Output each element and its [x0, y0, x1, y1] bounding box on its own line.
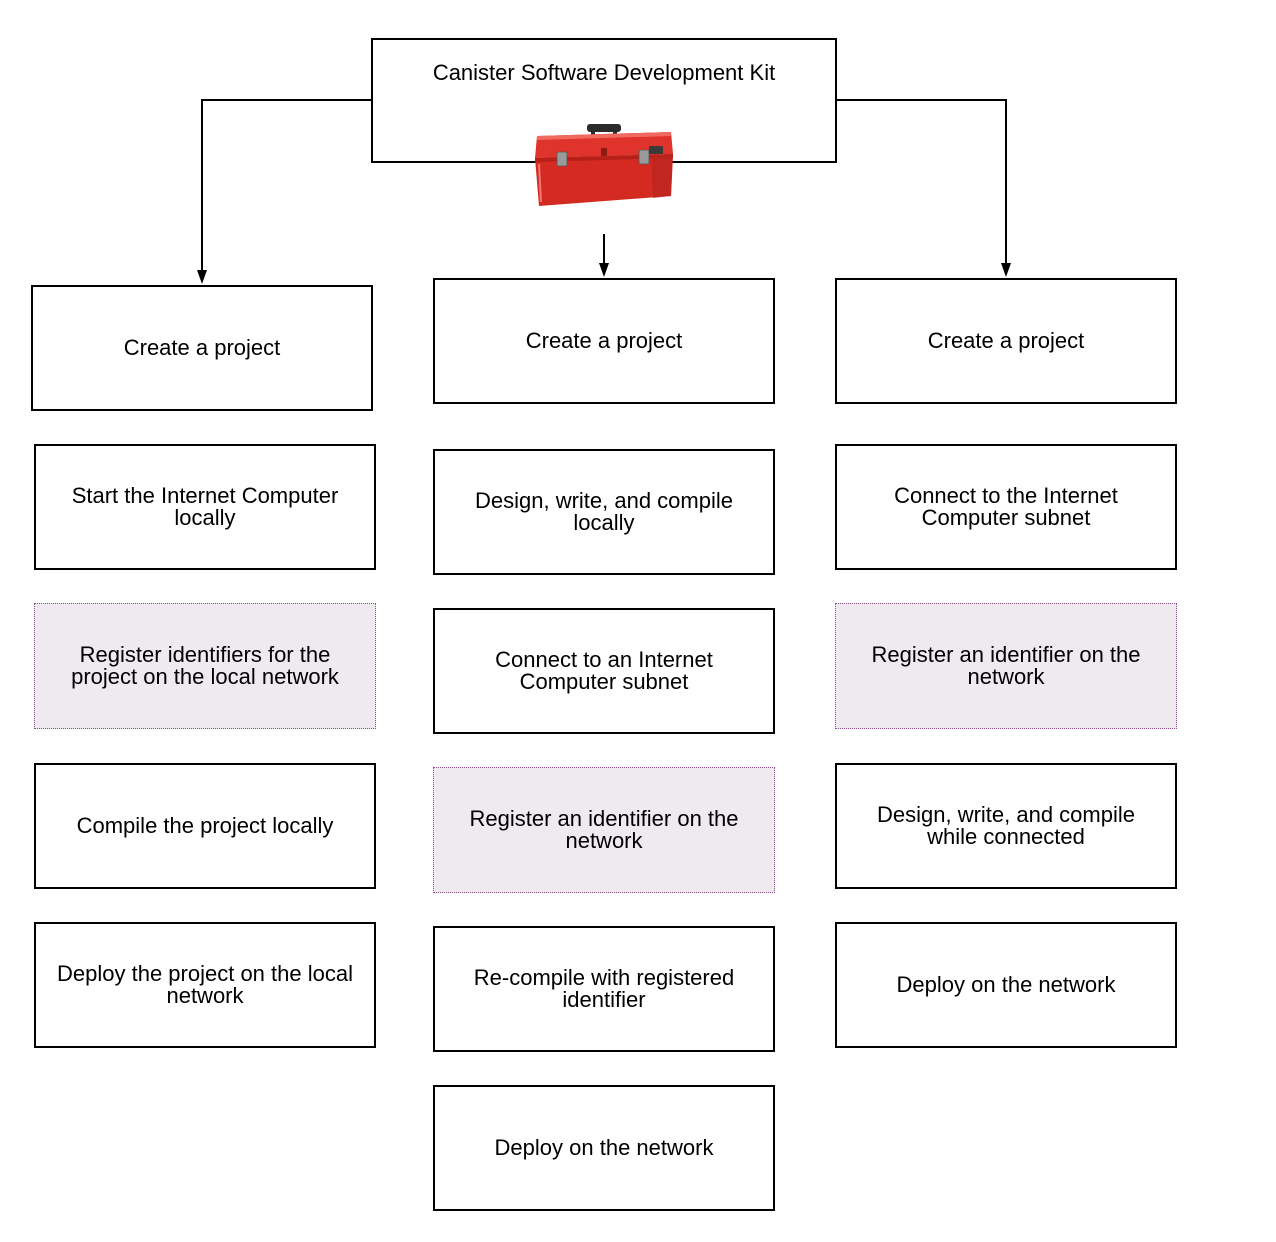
col2-step3-label: Connect to an Internet Computer subnet — [495, 647, 713, 694]
col3-step3-box: Register an identifier on the network — [835, 603, 1177, 729]
col3-step5-label: Deploy on the network — [896, 972, 1116, 997]
toolbox-icon — [535, 124, 673, 206]
col2-step5-box: Re-compile with registered identifier — [433, 926, 775, 1052]
col3-step4-box: Design, write, and compile while connect… — [835, 763, 1177, 889]
col1-step5-box: Deploy the project on the local network — [34, 922, 376, 1048]
col1-step1-label: Create a project — [123, 335, 281, 360]
arrow-left — [197, 99, 371, 284]
col1-step3-label: Register identifiers for the project on … — [71, 642, 339, 689]
col2-step5-label: Re-compile with registered identifier — [473, 965, 735, 1012]
col2-step4-box: Register an identifier on the network — [433, 767, 775, 893]
col1-step3-box: Register identifiers for the project on … — [34, 603, 376, 729]
col2-step2-label: Design, write, and compile locally — [474, 488, 733, 535]
col2-step6-label: Deploy on the network — [494, 1135, 714, 1160]
col1-step1-box: Create a project — [31, 285, 373, 411]
col1-step2-label: Start the Internet Computer locally — [71, 483, 339, 530]
col2-step3-box: Connect to an Internet Computer subnet — [433, 608, 775, 734]
col2-step2-box: Design, write, and compile locally — [433, 449, 775, 575]
col3-step3-label: Register an identifier on the network — [871, 642, 1141, 689]
root-title: Canister Software Development Kit — [432, 60, 776, 85]
col2-step1-box: Create a project — [433, 278, 775, 404]
col2-step6-box: Deploy on the network — [433, 1085, 775, 1211]
col2-step1-label: Create a project — [525, 328, 683, 353]
col3-step4-label: Design, write, and compile while connect… — [876, 802, 1135, 849]
col3-step2-label: Connect to the Internet Computer subnet — [894, 483, 1118, 530]
col3-step1-label: Create a project — [927, 328, 1085, 353]
col3-step5-box: Deploy on the network — [835, 922, 1177, 1048]
col1-step2-box: Start the Internet Computer locally — [34, 444, 376, 570]
col1-step4-label: Compile the project locally — [76, 813, 334, 838]
col3-step1-box: Create a project — [835, 278, 1177, 404]
arrow-right — [837, 99, 1011, 277]
col3-step2-box: Connect to the Internet Computer subnet — [835, 444, 1177, 570]
arrow-middle — [599, 234, 609, 277]
col1-step5-label: Deploy the project on the local network — [57, 961, 353, 1008]
col2-step4-label: Register an identifier on the network — [469, 806, 739, 853]
col1-step4-box: Compile the project locally — [34, 763, 376, 889]
